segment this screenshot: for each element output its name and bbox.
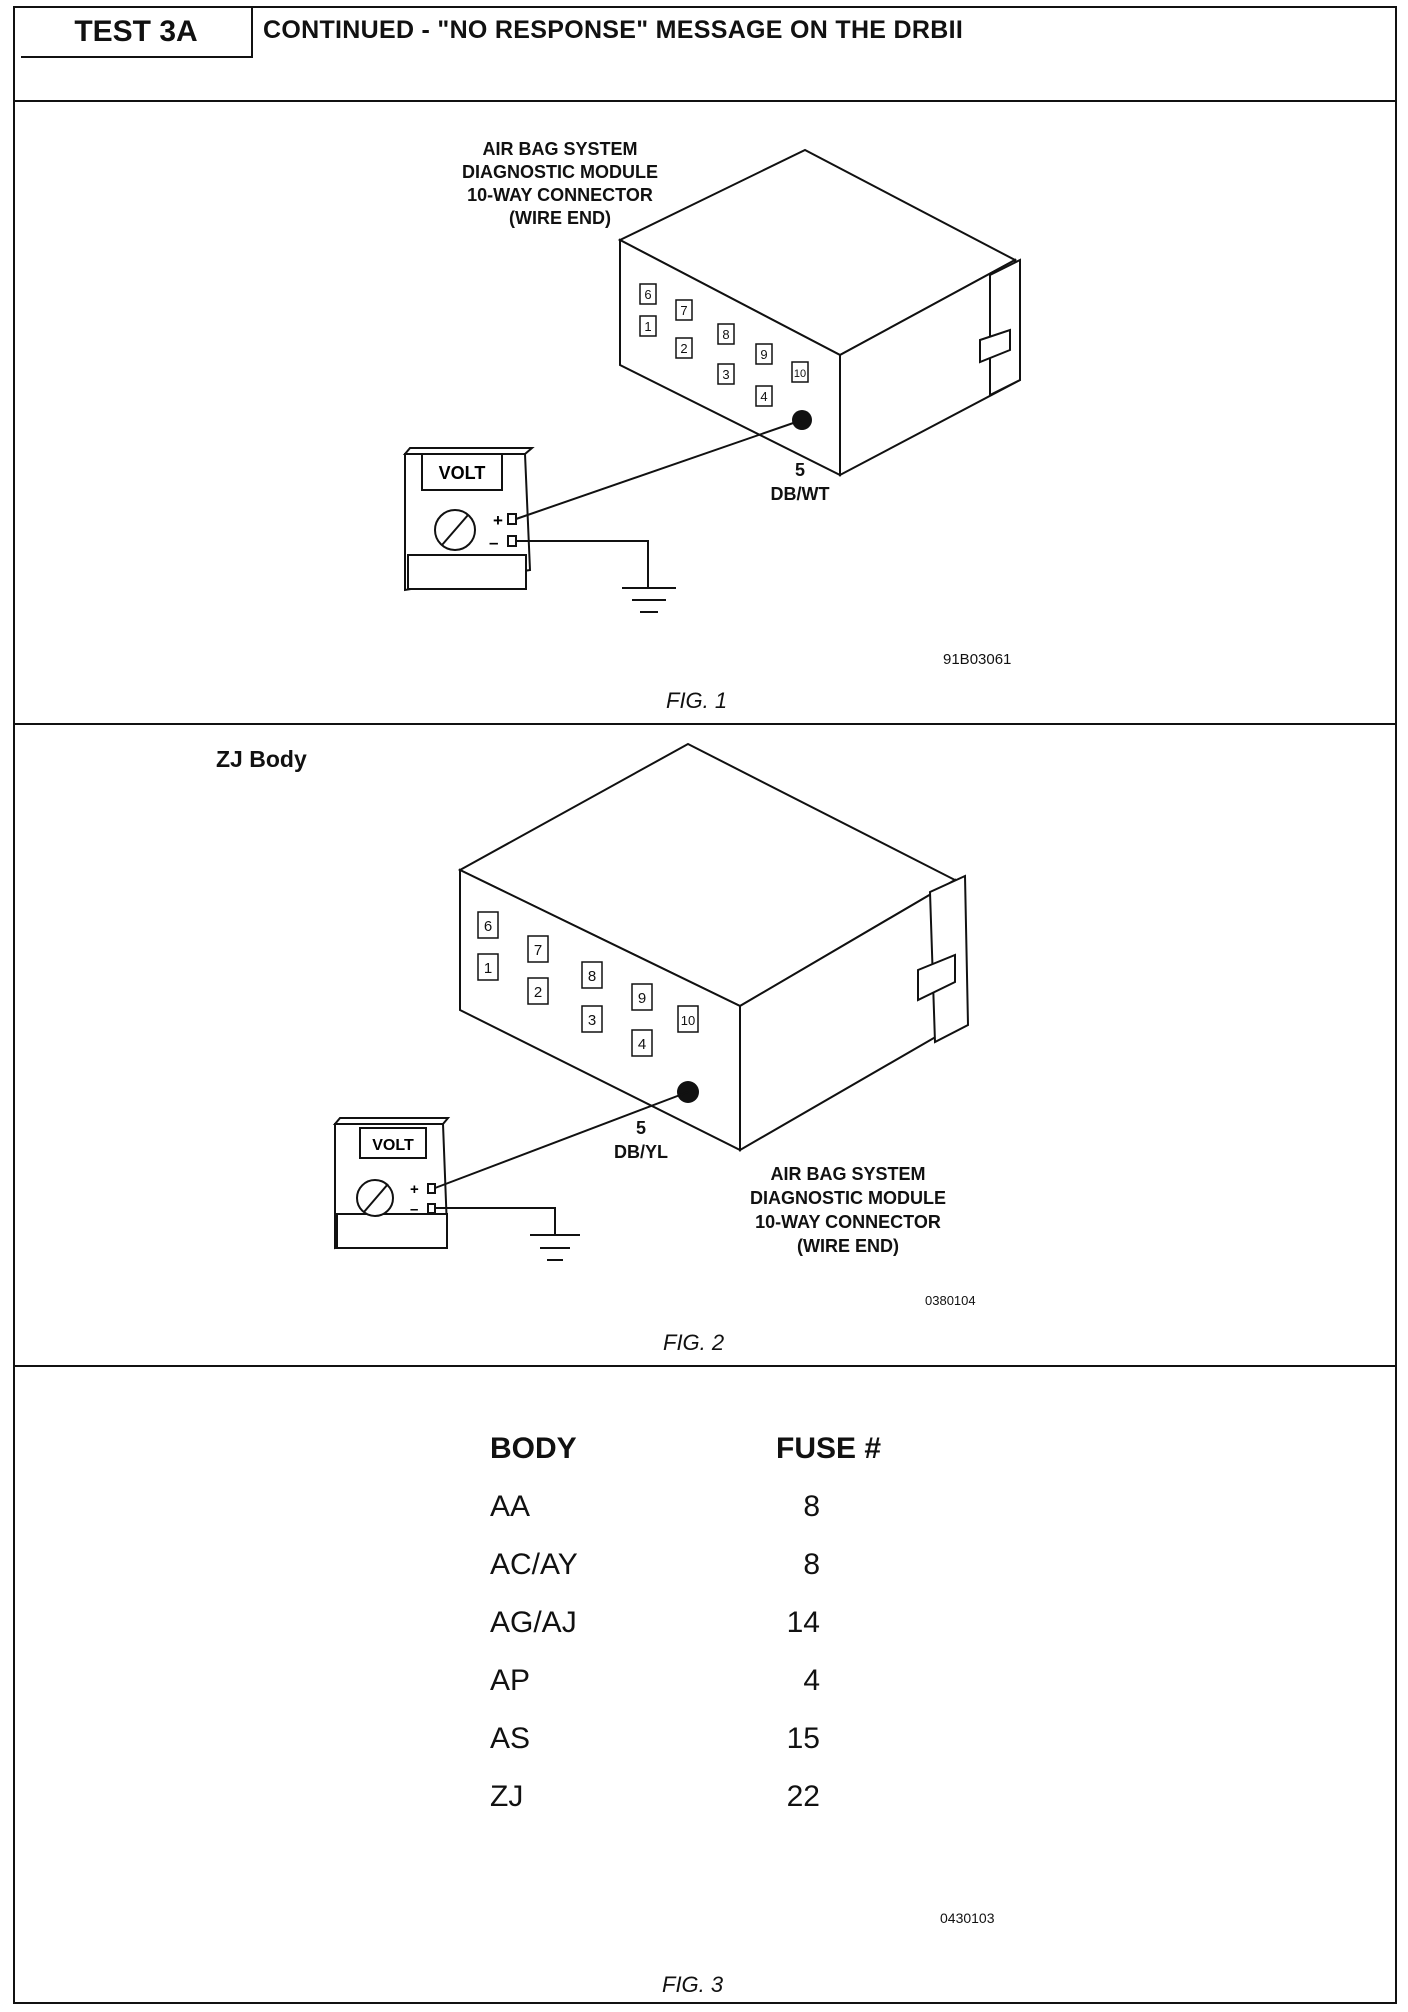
fig2-pin: 10	[681, 1013, 695, 1028]
fig1-plus: +	[493, 511, 503, 530]
fig1-diagram: 6 7 8 9 10 1 2 3 4 AIR BAG SYSTEM DIAGNO…	[402, 139, 1022, 613]
fig3-drawing-code: 0430103	[940, 1910, 995, 1926]
fig2-connector-label: (WIRE END)	[797, 1236, 899, 1256]
fig1-connector-label: DIAGNOSTIC MODULE	[462, 162, 658, 182]
fig2-pin: 3	[588, 1012, 596, 1029]
fig2-pin: 8	[588, 968, 596, 985]
fig2-pin: 9	[638, 990, 646, 1007]
fig1-connector-label: 10-WAY CONNECTOR	[467, 185, 653, 205]
fig2-pin: 6	[484, 918, 492, 935]
fig2-connector-label: DIAGNOSTIC MODULE	[750, 1188, 946, 1208]
divider-fig1	[15, 723, 1395, 725]
fig1-pin: 1	[644, 319, 651, 334]
fig1-connector-label: (WIRE END)	[509, 208, 611, 228]
fig1-pin: 2	[680, 341, 687, 356]
fig1-wire-color: DB/WT	[771, 484, 830, 504]
col-header-body: BODY	[490, 1432, 577, 1465]
cell-fuse: 15	[786, 1722, 820, 1755]
fig3-caption: FIG. 3	[662, 1972, 724, 1997]
fig2-wire-color: DB/YL	[614, 1142, 668, 1162]
fig1-positive-lead	[515, 419, 803, 520]
fig1-meter-label: VOLT	[439, 463, 486, 483]
cell-body: AG/AJ	[490, 1606, 577, 1639]
test-label: TEST 3A	[21, 8, 253, 58]
page-frame: TEST 3A CONTINUED - "NO RESPONSE" MESSAG…	[13, 6, 1397, 2004]
fig1-minus: –	[489, 533, 498, 552]
cell-fuse: 14	[786, 1606, 820, 1639]
fig1-pin: 6	[644, 287, 651, 302]
fig2-pin: 7	[534, 942, 542, 959]
col-header-fuse: FUSE #	[776, 1432, 882, 1465]
fig2-caption: FIG. 2	[663, 1330, 725, 1355]
fig2-minus: –	[410, 1201, 418, 1218]
fig1-pin: 8	[722, 327, 729, 342]
divider-fig2	[15, 1365, 1395, 1367]
fig1-pin: 4	[760, 389, 767, 404]
fig2-diagram: 6 7 8 9 10 1 2 3 4 5 DB/YL AIR BAG SYSTE…	[332, 742, 970, 1261]
cell-body: AC/AY	[490, 1548, 578, 1581]
cell-body: AS	[490, 1722, 531, 1755]
fig2-plus: +	[410, 1181, 419, 1198]
fig2-drawing-code: 0380104	[925, 1293, 976, 1308]
cell-fuse: 8	[803, 1490, 820, 1523]
fig2-ground-lead	[435, 1207, 556, 1235]
fig1-pin: 9	[760, 347, 767, 362]
fig1-pin: 3	[722, 367, 729, 382]
fig1-pin: 7	[680, 303, 687, 318]
fig1-connector-latch	[979, 328, 1011, 364]
fig2-connector-label: 10-WAY CONNECTOR	[755, 1212, 941, 1232]
fig1-ground-lead	[516, 540, 649, 588]
fig2-connector-label: AIR BAG SYSTEM	[770, 1164, 925, 1184]
cell-fuse: 22	[786, 1780, 820, 1813]
fig2-pin: 4	[638, 1036, 646, 1053]
cell-body: AP	[490, 1664, 531, 1697]
fig1-connector-flange	[989, 258, 1021, 397]
divider-header	[15, 100, 1395, 102]
fig2-meter-display	[359, 1127, 427, 1159]
fig1-caption: FIG. 1	[666, 688, 728, 713]
cell-body: AA	[490, 1490, 531, 1523]
fig2-meter-label: VOLT	[372, 1137, 414, 1154]
fig2-probe-pin: 5	[636, 1118, 646, 1138]
fig1-pin: 10	[794, 368, 806, 380]
cell-body: ZJ	[490, 1780, 524, 1813]
fig2-connector-latch	[917, 953, 956, 1002]
fig1-meter-display	[421, 453, 503, 491]
fig1-connector-label: AIR BAG SYSTEM	[482, 139, 637, 159]
cell-fuse: 8	[803, 1548, 820, 1581]
fig2-pin: 2	[534, 984, 542, 1001]
page-title: CONTINUED - "NO RESPONSE" MESSAGE ON THE…	[263, 16, 964, 44]
fig2-pin: 1	[484, 960, 492, 977]
cell-fuse: 4	[803, 1664, 820, 1697]
fig1-probe-pin: 5	[795, 460, 805, 480]
fig2-positive-lead	[434, 1091, 689, 1189]
fig2-body-title: ZJ Body	[216, 746, 307, 772]
fig1-drawing-code: 91B03061	[943, 651, 1012, 668]
